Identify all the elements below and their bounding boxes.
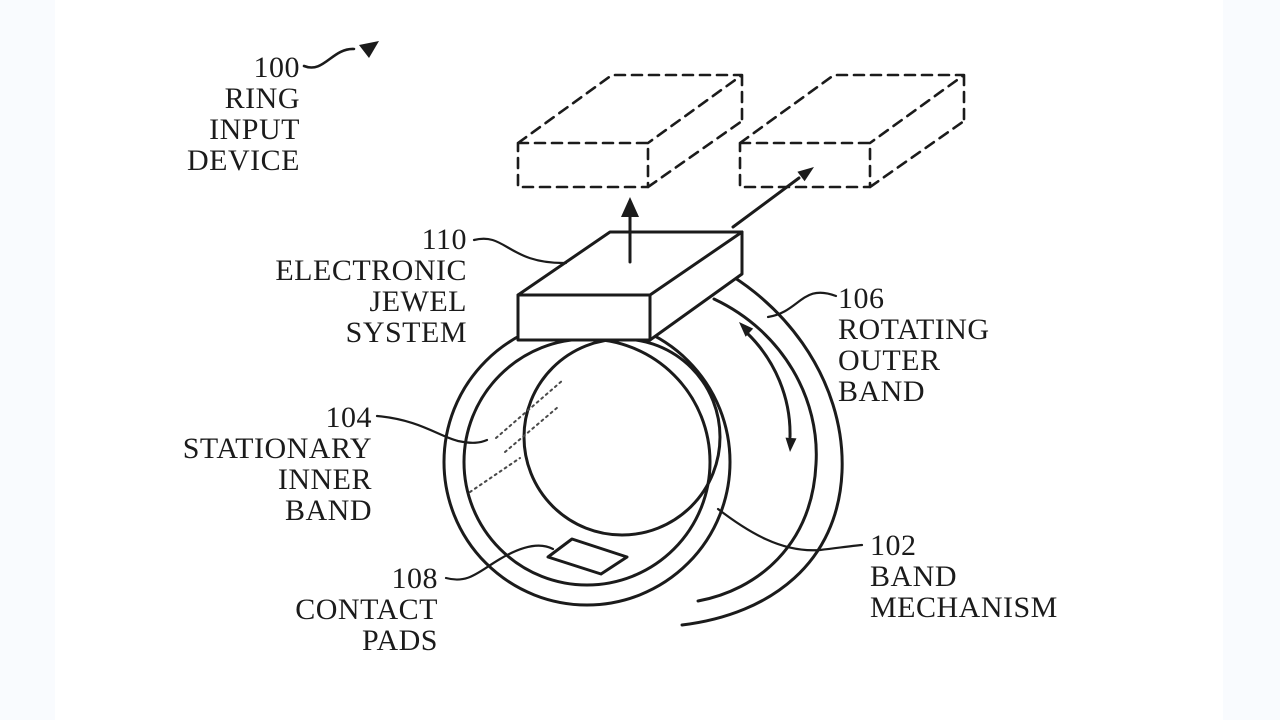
leader-102 bbox=[716, 507, 864, 552]
leader-110 bbox=[472, 237, 568, 265]
jewel-up-arrow bbox=[621, 197, 639, 264]
rotating-band-inner-arc bbox=[696, 297, 818, 603]
label-line: STATIONARY bbox=[182, 432, 372, 465]
leader-104 bbox=[375, 414, 489, 444]
label-line: DEVICE bbox=[187, 144, 300, 177]
left-edge-strip bbox=[0, 0, 55, 720]
dashed-box-right bbox=[738, 73, 966, 189]
rotation-arrow bbox=[739, 322, 797, 452]
leader-106 bbox=[766, 291, 838, 319]
inner-hole-circle bbox=[522, 337, 722, 537]
ref-100-arrow bbox=[302, 41, 379, 69]
ref-number-106: 106 bbox=[838, 282, 885, 315]
jewel-box bbox=[516, 230, 744, 342]
label-line: INNER bbox=[277, 463, 372, 496]
jewel-diagonal-arrow bbox=[731, 167, 814, 229]
label-electronic-jewel-system: 110 ELECTRONIC JEWEL SYSTEM bbox=[275, 224, 467, 348]
label-line: ELECTRONIC bbox=[275, 254, 467, 287]
ref-number-108: 108 bbox=[391, 562, 438, 595]
label-line: PADS bbox=[362, 624, 438, 657]
ref-number-110: 110 bbox=[421, 223, 467, 256]
label-line: JEWEL bbox=[369, 285, 467, 318]
label-rotating-outer-band: 106 ROTATING OUTER BAND bbox=[838, 283, 990, 407]
label-line: BAND bbox=[838, 375, 926, 408]
label-contact-pads: 108 CONTACT PADS bbox=[295, 563, 438, 656]
ref-number-102: 102 bbox=[870, 529, 917, 562]
label-line: MECHANISM bbox=[870, 591, 1058, 624]
label-band-mechanism: 102 BAND MECHANISM bbox=[870, 530, 1058, 623]
ref-number-100: 100 bbox=[253, 51, 300, 84]
right-edge-strip bbox=[1223, 0, 1280, 720]
label-line: BAND bbox=[284, 494, 372, 527]
label-line: SYSTEM bbox=[345, 316, 467, 349]
label-ring-input-device: 100 RING INPUT DEVICE bbox=[187, 52, 300, 176]
label-line: INPUT bbox=[209, 113, 300, 146]
contact-pad-shape bbox=[546, 537, 629, 576]
hatch-lines bbox=[469, 379, 564, 493]
label-line: ROTATING bbox=[838, 313, 990, 346]
label-line: BAND bbox=[870, 560, 958, 593]
label-stationary-inner-band: 104 STATIONARY INNER BAND bbox=[183, 402, 372, 526]
ref-number-104: 104 bbox=[325, 401, 372, 434]
rotating-band-outer-arc bbox=[680, 254, 844, 627]
label-line: CONTACT bbox=[295, 593, 438, 626]
leader-108 bbox=[444, 544, 555, 581]
label-line: OUTER bbox=[838, 344, 941, 377]
dashed-box-left bbox=[516, 73, 744, 189]
label-line: RING bbox=[224, 82, 300, 115]
